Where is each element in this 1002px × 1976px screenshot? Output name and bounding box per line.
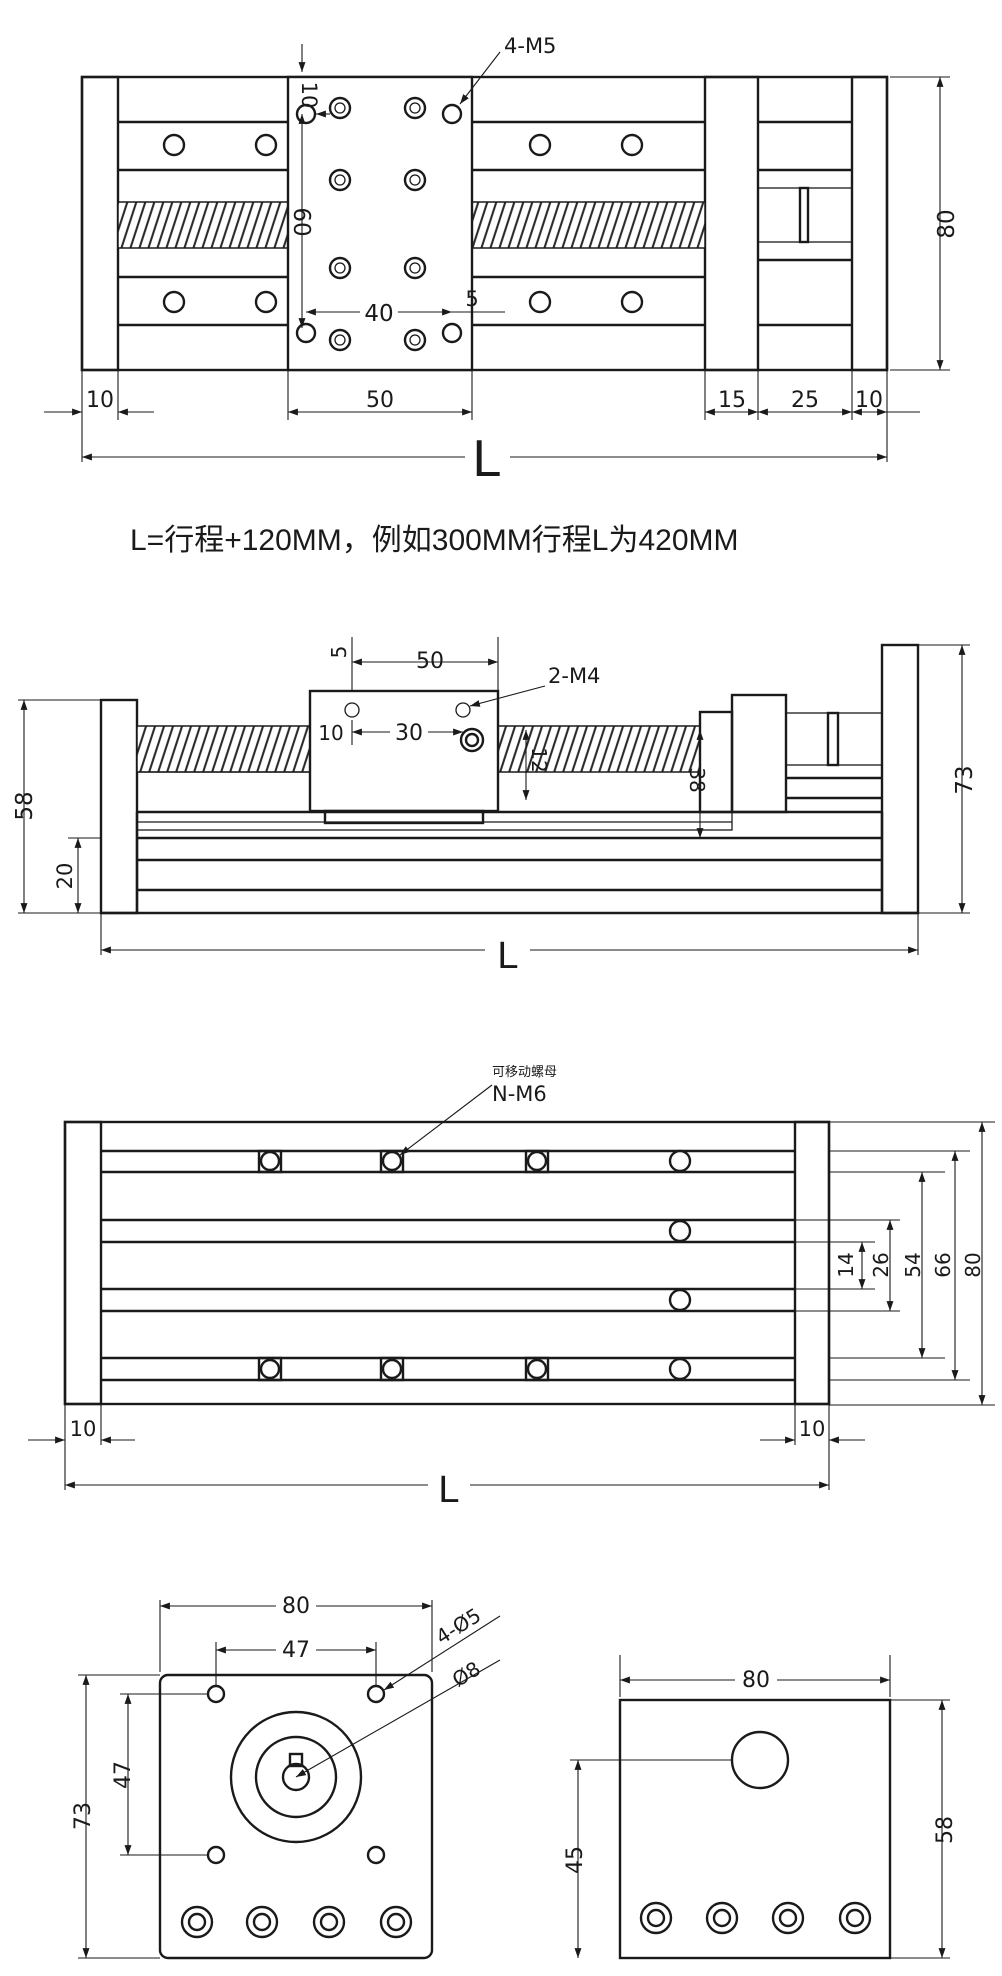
dim-14-bottom: 14 [834,1252,858,1277]
dim-80-idle: 80 [742,1668,770,1693]
bottom-view: 可移动螺母 N-M6 14 26 54 66 80 10 10 L [28,1065,995,1511]
top-right-endplate [850,75,889,372]
dim-10-top-left: 10 [86,388,114,413]
motor-boss-outer [229,1710,363,1844]
side-m4-hole-right [455,702,471,718]
top-bearing-block [703,75,760,372]
dim-50-top: 50 [366,388,394,413]
side-m4-hole-left [344,702,360,718]
dim-45-idle: 45 [563,1846,588,1874]
idle-end-plate [618,1698,892,1960]
dim-20-side: 20 [53,863,77,890]
top-view: 10 60 40 5 4-M5 80 10 50 15 25 10 [44,34,960,488]
bottom-left-endplate [63,1120,103,1406]
motor-bore [281,1762,311,1792]
dim-30-side: 30 [395,721,423,746]
dim-L-bottom: L [438,1469,459,1511]
side-right-endplate [880,643,920,915]
dim-5-side: 5 [327,646,351,659]
dim-50-side: 50 [416,649,444,674]
dim-73-motor: 73 [71,1802,96,1830]
top-coupling [757,120,853,327]
bottom-right-endplate [793,1120,831,1406]
top-leadscrew-right [471,201,706,249]
top-m5-holes [295,103,463,344]
top-left-endplate [80,75,120,372]
end-view-motor: 80 47 47 73 4-Ø5 Ø8 [71,1592,501,1960]
dim-66-bottom: 66 [931,1252,955,1277]
dim-47-v-motor: 47 [111,1761,136,1789]
side-left-endplate [99,698,139,915]
idle-base-bolts [639,1901,872,1935]
dim-15: 15 [718,388,746,413]
dim-5-top: 5 [465,287,478,311]
dim-10-top-right: 10 [855,388,883,413]
dim-L-top: L [473,430,502,488]
dim-25: 25 [791,388,819,413]
dim-40: 40 [364,301,393,327]
dim-80-motor: 80 [282,1594,310,1619]
side-leadscrew-right [497,725,701,773]
stroke-note: L=行程+120MM，例如300MM行程L为420MM [130,524,739,557]
dim-47-h-motor: 47 [282,1638,310,1663]
motor-end-plate [158,1673,434,1960]
bottom-base-outline [63,1120,831,1406]
side-bearing-block [730,693,788,814]
motor-boss-inner [254,1735,338,1819]
top-carriage-bolts [328,96,427,352]
side-bolt [459,727,485,753]
end-view-idle: 80 45 58 [563,1655,958,1960]
dim-top-10: 10 [297,82,321,109]
dim-54-bottom: 54 [901,1252,925,1277]
dim-58-side: 58 [12,791,38,820]
dim-12-side: 12 [527,747,551,772]
bottom-slots [101,1149,795,1382]
dim-10-side: 10 [318,721,343,745]
dim-80-top: 80 [934,209,960,238]
side-view: 50 5 30 10 2-M4 12 38 73 58 20 L [12,637,978,977]
dim-L-side: L [497,935,518,977]
bottom-nuts [257,1149,692,1382]
idle-bearing-bore [730,1730,790,1790]
dim-73-side: 73 [952,765,978,794]
top-leadscrew-left [117,201,289,249]
dim-60: 60 [288,207,314,236]
motor-base-bolts [180,1905,413,1939]
side-leadscrew-left [136,725,311,773]
label-n-m6: N-M6 [492,1082,547,1106]
label-2-m4: 2-M4 [548,664,600,688]
dim-10-bottom-right: 10 [799,1417,826,1441]
dim-80-bottom: 80 [961,1252,985,1277]
side-base-profile [101,810,918,915]
side-rail [136,811,733,831]
dim-10-bottom-left: 10 [70,1417,97,1441]
top-rail-holes [162,133,644,314]
label-movable-nut: 可移动螺母 [492,1065,557,1080]
side-coupling [785,711,883,800]
dim-26-bottom: 26 [869,1252,893,1277]
label-4-m5: 4-M5 [504,34,556,58]
dim-58-idle: 58 [933,1816,958,1844]
dim-38-side: 38 [685,767,709,792]
